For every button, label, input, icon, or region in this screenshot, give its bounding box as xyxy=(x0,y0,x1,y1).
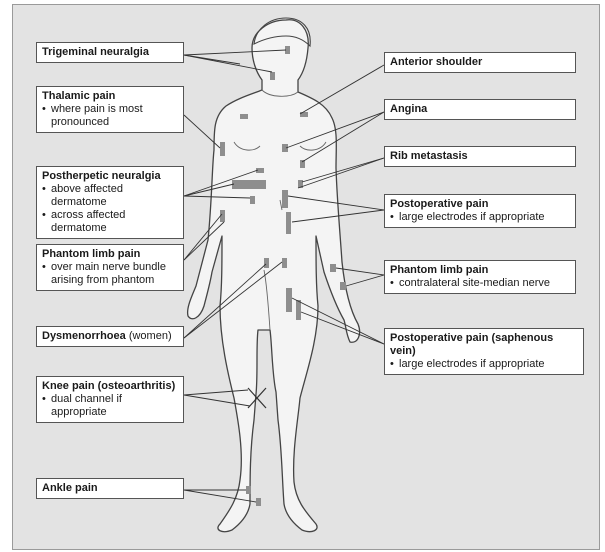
electrode-pad xyxy=(340,282,346,290)
label-note: large electrodes if appropriate xyxy=(390,211,570,224)
label-note: contralateral site-median nerve xyxy=(390,277,570,290)
label-thalamic-pain: Thalamic pain where pain is most pronoun… xyxy=(36,86,184,133)
electrode-pad xyxy=(232,180,266,189)
electrode-pad xyxy=(256,498,261,506)
label-postoperative-pain-saphenous: Postoperative pain (saphenous vein) larg… xyxy=(384,328,584,375)
label-title: Phantom limb pain xyxy=(390,264,570,277)
electrode-pad xyxy=(270,72,275,80)
label-phantom-limb-pain-right: Phantom limb pain contralateral site-med… xyxy=(384,260,576,294)
label-title: Postoperative pain xyxy=(390,198,570,211)
label-anterior-shoulder: Anterior shoulder xyxy=(384,52,576,73)
label-angina: Angina xyxy=(384,99,576,120)
electrode-pad xyxy=(286,288,292,312)
label-postherpetic-neuralgia: Postherpetic neuralgia above affected de… xyxy=(36,166,184,239)
label-title-main: Dysmenorrhoea xyxy=(42,330,126,342)
label-title-suffix: (women) xyxy=(126,330,172,342)
label-knee-pain: Knee pain (osteoarthritis) dual channel … xyxy=(36,376,184,423)
label-title: Postoperative pain (saphenous vein) xyxy=(390,332,578,358)
electrode-pad xyxy=(250,196,255,204)
electrode-pad xyxy=(282,190,288,208)
label-title: Thalamic pain xyxy=(42,90,178,103)
body-outline xyxy=(188,20,360,532)
electrode-pad xyxy=(220,142,225,156)
label-title: Anterior shoulder xyxy=(390,56,570,69)
label-note: large electrodes if appropriate xyxy=(390,358,578,371)
label-postoperative-pain: Postoperative pain large electrodes if a… xyxy=(384,194,576,228)
label-note: dual channel if appropriate xyxy=(42,393,178,419)
electrode-pad xyxy=(282,258,287,268)
label-title: Angina xyxy=(390,103,570,116)
label-phantom-limb-pain-left: Phantom limb pain over main nerve bundle… xyxy=(36,244,184,291)
label-note: where pain is most pronounced xyxy=(42,103,178,129)
label-title: Rib metastasis xyxy=(390,150,570,163)
label-dysmenorrhoea: Dysmenorrhoea (women) xyxy=(36,326,184,347)
label-ankle-pain: Ankle pain xyxy=(36,478,184,499)
label-note: over main nerve bundle arising from phan… xyxy=(42,261,178,287)
label-title: Ankle pain xyxy=(42,482,178,495)
electrode-pad xyxy=(246,486,251,494)
label-note: above affected dermatome xyxy=(42,183,178,209)
electrode-pad xyxy=(296,300,301,320)
electrode-pad xyxy=(264,258,269,268)
label-title: Postherpetic neuralgia xyxy=(42,170,178,183)
label-rib-metastasis: Rib metastasis xyxy=(384,146,576,167)
label-title: Knee pain (osteoarthritis) xyxy=(42,380,178,393)
label-note: across affected dermatome xyxy=(42,209,178,235)
electrode-pad xyxy=(240,114,248,119)
electrode-pad xyxy=(286,212,291,234)
label-title: Dysmenorrhoea (women) xyxy=(42,330,178,343)
electrode-pad xyxy=(330,264,336,272)
label-title: Trigeminal neuralgia xyxy=(42,46,178,59)
label-title: Phantom limb pain xyxy=(42,248,178,261)
label-trigeminal-neuralgia: Trigeminal neuralgia xyxy=(36,42,184,63)
electrode-pad xyxy=(300,112,308,117)
